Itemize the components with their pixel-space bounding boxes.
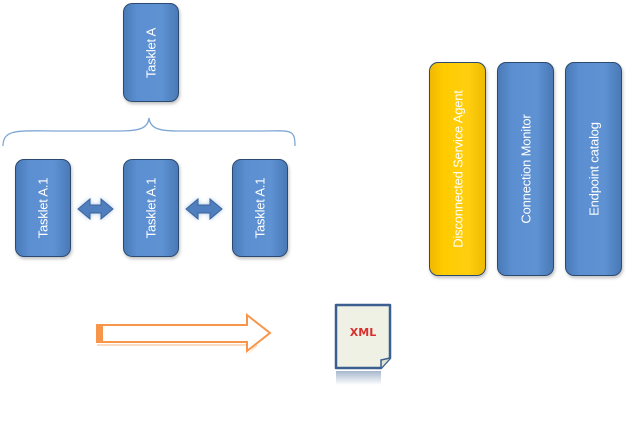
disconnected-service-agent-box[interactable]: Disconnected Service Agent xyxy=(429,62,486,276)
tasklet-a1-box-1[interactable]: Tasklet A.1 xyxy=(15,159,71,257)
bidirectional-arrow-2 xyxy=(185,197,223,221)
bidirectional-arrow-1 xyxy=(77,197,114,221)
xml-icon-label: XML xyxy=(350,326,376,339)
endpoint-catalog-box[interactable]: Endpoint catalog xyxy=(565,62,622,276)
brace-path xyxy=(2,117,296,147)
tasklet-a1-box-2[interactable]: Tasklet A.1 xyxy=(123,159,179,257)
tasklet-a1-box-3[interactable]: Tasklet A.1 xyxy=(232,159,288,257)
tasklet-a-box[interactable]: Tasklet A xyxy=(123,3,179,102)
flow-arrow-icon xyxy=(96,312,272,358)
connection-monitor-box[interactable]: Connection Monitor xyxy=(497,62,554,276)
